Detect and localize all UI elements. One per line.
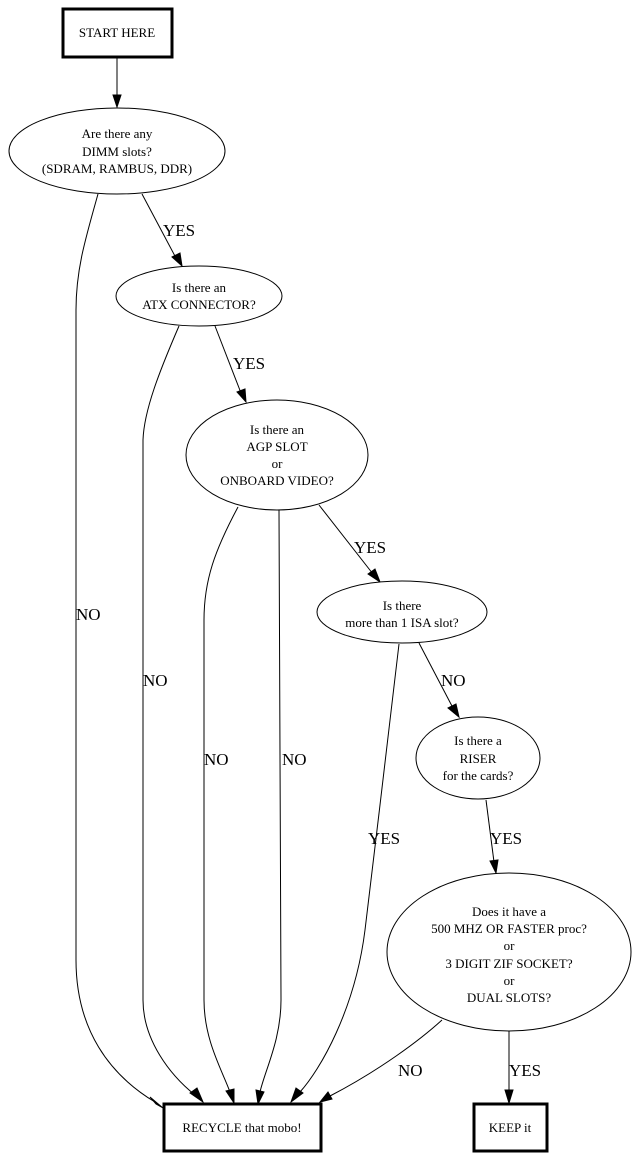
- dimm-ellipse: [8, 107, 226, 195]
- node-recycle: RECYCLE that mobo!: [162, 1102, 323, 1153]
- arrowhead-dimm-atx: [171, 252, 183, 268]
- arrowhead-atx-recycle: [189, 1087, 205, 1104]
- atx-line-2: ATX CONNECTOR?: [142, 297, 256, 312]
- proc-line-1: Does it have a: [472, 904, 546, 919]
- edge-label-isa-recycle: YES: [368, 829, 400, 848]
- edges: [75, 57, 514, 1109]
- edge-atx-agp: [214, 325, 242, 394]
- edge-label-isa-riser: NO: [441, 671, 466, 690]
- proc-line-5: or: [504, 973, 516, 988]
- isa-ellipse: [316, 580, 488, 644]
- dimm-line-1: Are there any: [82, 126, 153, 141]
- atx-line-1: Is there an: [172, 280, 227, 295]
- isa-line-2: more than 1 ISA slot?: [345, 615, 459, 630]
- arrowhead-dimm-recycle: [149, 1096, 164, 1109]
- proc-line-4: 3 DIGIT ZIF SOCKET?: [445, 956, 572, 971]
- node-isa: Is there more than 1 ISA slot?: [316, 580, 488, 644]
- proc-ellipse: [386, 872, 632, 1032]
- arrowhead-agp-isa: [367, 568, 382, 584]
- edge-label-agp-isa: YES: [354, 538, 386, 557]
- node-start: START HERE: [61, 7, 174, 59]
- edge-label-atx-agp: YES: [233, 354, 265, 373]
- arrowhead-agp-recycle-1: [225, 1088, 235, 1105]
- node-agp: Is there an AGP SLOT or ONBOARD VIDEO?: [185, 399, 369, 511]
- edge-label-proc-recycle: NO: [398, 1061, 423, 1080]
- riser-line-3: for the cards?: [443, 768, 514, 783]
- arrowhead-proc-recycle: [318, 1091, 333, 1103]
- edge-label-dimm-atx: YES: [163, 221, 195, 240]
- atx-ellipse: [115, 265, 283, 327]
- recycle-label: RECYCLE that mobo!: [182, 1120, 301, 1135]
- recycle-box: [162, 1102, 323, 1153]
- edge-agp-recycle-1: [203, 506, 239, 1093]
- riser-line-1: Is there a: [454, 733, 502, 748]
- edge-agp-recycle-2: [259, 509, 282, 1093]
- node-proc: Does it have a 500 MHZ OR FASTER proc? o…: [386, 872, 632, 1032]
- agp-line-2: AGP SLOT: [246, 439, 307, 454]
- edge-labels: YES NO YES NO YES NO NO NO YES YES NO YE…: [76, 221, 541, 1080]
- node-atx: Is there an ATX CONNECTOR?: [115, 265, 283, 327]
- edge-label-atx-recycle: NO: [143, 671, 168, 690]
- edge-label-dimm-recycle: NO: [76, 605, 101, 624]
- node-riser: Is there a RISER for the cards?: [415, 716, 541, 800]
- keep-box: [472, 1102, 549, 1153]
- edge-riser-proc: [485, 799, 495, 863]
- arrowhead-proc-keep: [504, 1089, 514, 1105]
- dimm-line-3: (SDRAM, RAMBUS, DDR): [42, 161, 192, 176]
- arrowhead-agp-recycle-2: [255, 1089, 265, 1106]
- edge-label-agp-recycle-1: NO: [204, 750, 229, 769]
- edge-atx-recycle: [142, 325, 196, 1096]
- dimm-line-2: DIMM slots?: [82, 144, 152, 159]
- edge-label-proc-keep: YES: [509, 1061, 541, 1080]
- edge-dimm-recycle: [75, 193, 156, 1103]
- riser-line-2: RISER: [460, 751, 497, 766]
- arrowhead-isa-riser: [447, 703, 460, 719]
- riser-ellipse: [415, 716, 541, 800]
- edge-label-agp-recycle-2: NO: [282, 750, 307, 769]
- edge-label-riser-proc: YES: [490, 829, 522, 848]
- edge-isa-riser: [418, 642, 454, 709]
- arrowhead-riser-proc: [489, 859, 499, 875]
- edge-agp-isa: [318, 504, 374, 575]
- node-keep: KEEP it: [472, 1102, 549, 1153]
- agp-line-4: ONBOARD VIDEO?: [220, 473, 334, 488]
- node-dimm: Are there any DIMM slots? (SDRAM, RAMBUS…: [8, 107, 226, 195]
- edge-proc-recycle: [329, 1019, 443, 1097]
- arrowhead-atx-agp: [236, 388, 247, 404]
- edge-isa-recycle: [299, 643, 400, 1093]
- arrowhead-isa-recycle: [289, 1087, 304, 1104]
- keep-label: KEEP it: [489, 1120, 532, 1135]
- agp-ellipse: [185, 399, 369, 511]
- arrowhead-start-dimm: [112, 94, 122, 109]
- edge-dimm-atx: [141, 193, 177, 259]
- agp-line-1: Is there an: [250, 422, 305, 437]
- proc-line-6: DUAL SLOTS?: [467, 990, 552, 1005]
- agp-line-3: or: [272, 456, 284, 471]
- proc-line-2: 500 MHZ OR FASTER proc?: [431, 921, 587, 936]
- isa-line-1: Is there: [383, 598, 422, 613]
- proc-line-3: or: [504, 938, 516, 953]
- start-label: START HERE: [79, 25, 155, 40]
- start-box: [61, 7, 174, 59]
